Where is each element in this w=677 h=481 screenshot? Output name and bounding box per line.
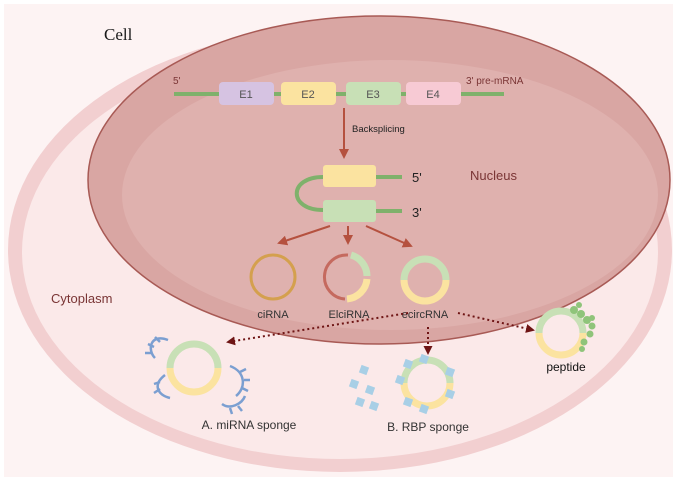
peptide-green-arc — [535, 307, 587, 334]
mirna-sponge-yellow-arc — [166, 367, 222, 396]
rbp-free-2 — [348, 378, 360, 390]
exon-e4: E4 — [406, 82, 461, 105]
hairpin-3prime-label: 3' — [412, 205, 422, 220]
rbp-bound-7 — [402, 396, 414, 408]
pre-mrna-label: 3' pre-mRNA — [466, 76, 524, 87]
mirna-teeth-1 — [145, 336, 161, 355]
mirna-strand-3 — [229, 364, 244, 397]
exon-e3-label: E3 — [366, 89, 379, 101]
mirna-sponge-illustration — [145, 336, 250, 415]
hairpin-exon-green — [323, 200, 376, 222]
rbp-bound-2 — [402, 358, 414, 370]
exon-e1-label: E1 — [239, 89, 252, 101]
arrow-to-cirna — [277, 225, 331, 246]
peptide-bead-7 — [579, 346, 585, 352]
mirna-teeth-2 — [153, 380, 161, 395]
ecircrna-yellow-arc — [400, 279, 450, 305]
ecircrna-label: ecircRNA — [402, 309, 449, 321]
exon-e2-box — [281, 82, 336, 105]
rbp-free-4 — [354, 396, 366, 408]
peptide-bead-2 — [577, 310, 585, 318]
elcirna-yellow-arc — [346, 278, 371, 303]
nucleus-label: Nucleus — [470, 168, 517, 183]
peptide-label: peptide — [546, 360, 586, 374]
rbp-bound-1 — [394, 374, 406, 386]
rbp-sponge-illustration — [348, 353, 456, 415]
exon-e4-box — [406, 82, 461, 105]
mirna-strand-4 — [221, 395, 247, 408]
rbp-bound-4 — [444, 366, 456, 378]
exon-e1: E1 — [219, 82, 274, 105]
exon-e2-label: E2 — [301, 89, 314, 101]
mirna-strand-1 — [149, 337, 169, 359]
exon-e1-box — [219, 82, 274, 105]
peptide-chain — [570, 302, 596, 352]
cell-label: Cell — [104, 25, 133, 44]
peptide-bead-1 — [570, 306, 578, 314]
cytoplasm-label: Cytoplasm — [51, 291, 112, 306]
arrow-to-ecircrna — [365, 225, 413, 248]
peptide-bead-8 — [576, 302, 582, 308]
exon-e3-box — [346, 82, 401, 105]
ecircrna-circle — [400, 255, 450, 305]
backsplicing-label: Backsplicing — [352, 124, 405, 135]
cirna-circle — [249, 253, 297, 301]
rbp-free-3 — [364, 384, 376, 396]
elcirna-green-arc — [349, 251, 371, 277]
elcirna-circle — [323, 251, 371, 303]
peptide-bead-9 — [589, 315, 595, 321]
rbp-proteins — [348, 353, 456, 415]
rbp-free-1 — [358, 364, 370, 376]
peptide-bead-4 — [588, 322, 596, 330]
rbp-bound-3 — [418, 353, 430, 365]
ecircrna-green-arc — [400, 255, 450, 281]
rbp-sponge-label: B. RBP sponge — [387, 420, 469, 434]
backsplice-hairpin: 5' 3' — [294, 165, 422, 222]
rbp-free-5 — [368, 400, 380, 412]
peptide-bead-5 — [586, 330, 594, 338]
cirna-label: ciRNA — [257, 309, 289, 321]
mirna-molecules — [145, 336, 250, 415]
exon-e4-label: E4 — [426, 89, 439, 101]
mirna-sponge-label: A. miRNA sponge — [202, 418, 297, 432]
mirna-sponge-green-arc — [166, 340, 222, 369]
mirna-teeth-3 — [239, 367, 250, 393]
hairpin-5prime-label: 5' — [412, 170, 422, 185]
rbp-bound-5 — [444, 388, 456, 400]
mirna-teeth-4 — [228, 405, 243, 415]
exon-e3: E3 — [346, 82, 401, 105]
peptide-bead-6 — [580, 338, 588, 346]
pre-mrna-5prime-label: 5' — [173, 76, 181, 87]
rbp-bound-6 — [418, 403, 430, 415]
arrow-to-mirna-sponge — [226, 312, 409, 346]
elcirna-intron-arc — [323, 253, 349, 301]
hairpin-loop — [294, 175, 324, 212]
elcirna-label: ElciRNA — [329, 309, 371, 321]
peptide-illustration — [535, 302, 596, 359]
exon-e2: E2 — [281, 82, 336, 105]
hairpin-exon-yellow — [323, 165, 376, 187]
